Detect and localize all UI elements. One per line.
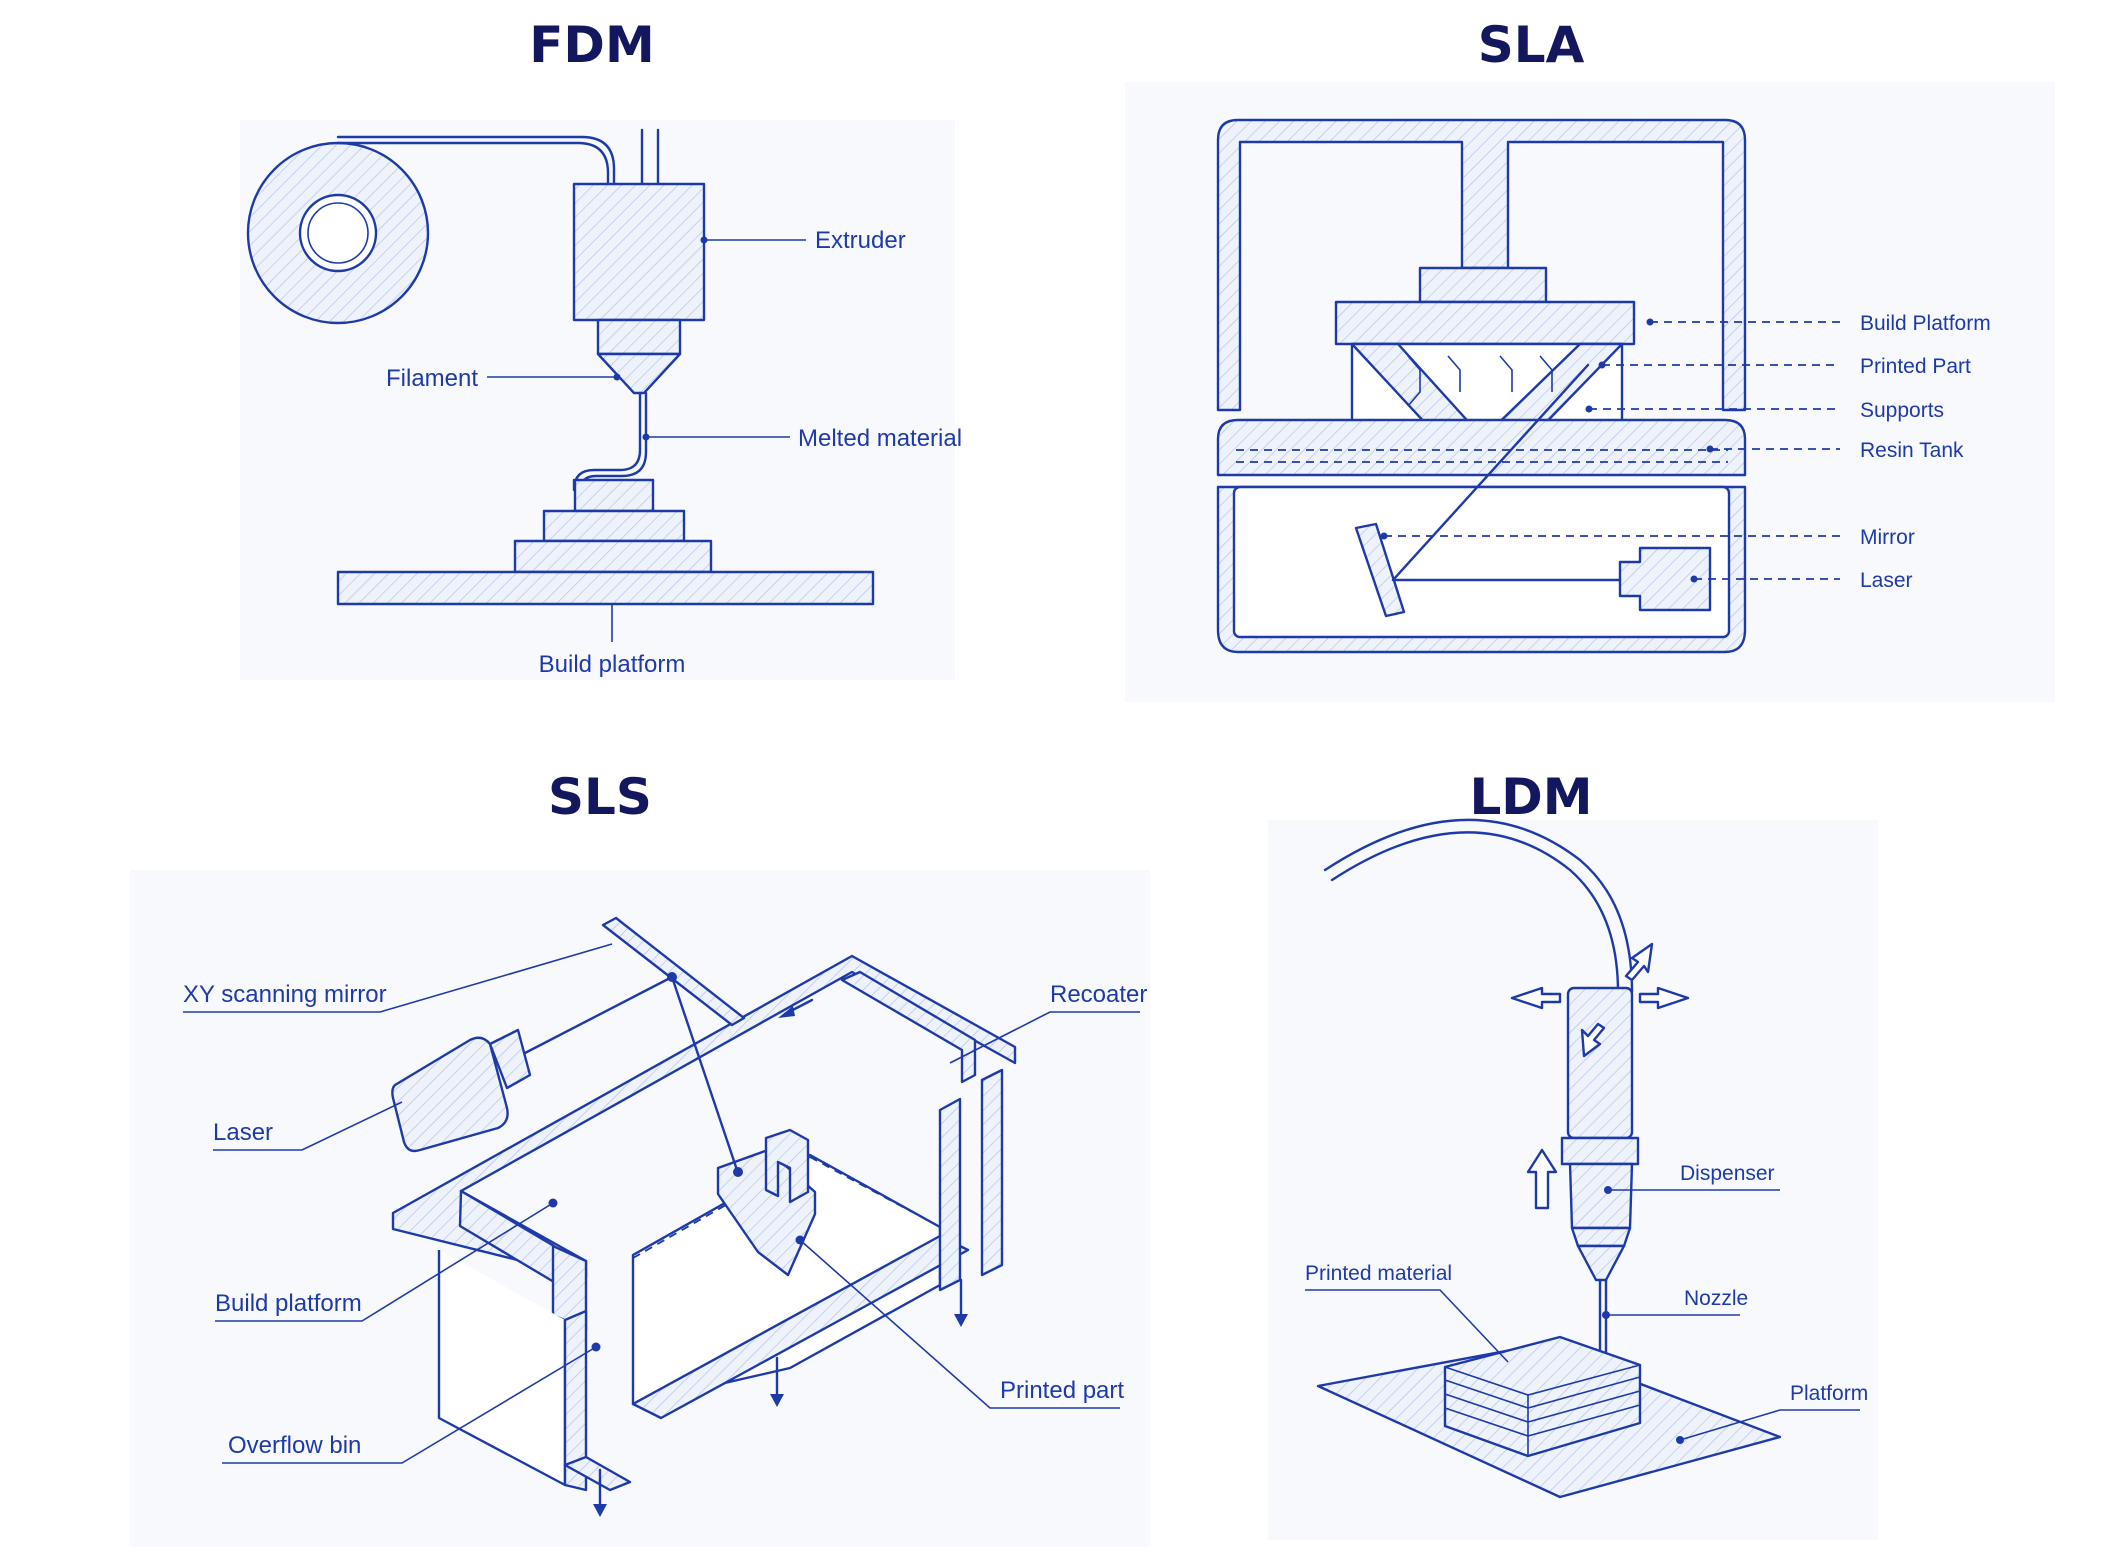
ldm-dispenser-body bbox=[1566, 986, 1634, 1140]
printed-layer-bottom bbox=[513, 539, 713, 574]
sls-panel: SLS bbox=[130, 768, 1150, 1547]
sla-supports bbox=[1407, 355, 1553, 407]
sls-laser bbox=[391, 1028, 532, 1153]
sls-right-wall bbox=[938, 1097, 962, 1292]
sla-mirror bbox=[1354, 522, 1406, 618]
sls-overflow-leader bbox=[222, 1346, 597, 1464]
sls-platform-leader bbox=[215, 1202, 554, 1322]
fdm-build-platform bbox=[336, 570, 875, 606]
extruder-label: Extruder bbox=[815, 227, 906, 254]
extruder-body bbox=[572, 182, 706, 322]
sls-laser-beam bbox=[523, 975, 674, 1055]
ldm-printed-leader bbox=[1305, 1289, 1509, 1363]
sls-part-label: Printed part bbox=[1000, 1377, 1124, 1404]
sla-build-platform bbox=[1334, 300, 1636, 346]
sls-scan-beam bbox=[670, 975, 739, 1172]
sla-platform-label: Build Platform bbox=[1860, 312, 1991, 335]
printed-layer-top bbox=[573, 478, 655, 513]
sla-resin-tank bbox=[1216, 418, 1747, 477]
sla-title: SLA bbox=[1478, 16, 1585, 74]
ldm-arrow-up bbox=[1526, 1148, 1558, 1210]
ldm-dispenser-head bbox=[1568, 1162, 1634, 1230]
ldm-arrow-right bbox=[1638, 986, 1690, 1010]
ldm-arrow-diagonal-down bbox=[1580, 1022, 1606, 1058]
sla-part-label: Printed Part bbox=[1860, 355, 1971, 378]
ldm-printed-label: Printed material bbox=[1305, 1262, 1452, 1285]
filament-spool bbox=[246, 141, 430, 325]
fdm-title: FDM bbox=[529, 16, 654, 74]
ldm-feed-tube bbox=[1330, 831, 1620, 994]
ldm-panel: LDM Dispenser Printed material Nozzle bbox=[1268, 768, 1878, 1540]
sla-panel: SLA Build Platform Printed Part bbox=[1125, 16, 2055, 702]
fdm-panel: FDM Extruder Filament M bbox=[240, 16, 962, 680]
sla-upper-frame bbox=[1216, 118, 1747, 412]
sla-laser-label: Laser bbox=[1860, 569, 1913, 592]
ldm-arrow-left bbox=[1510, 986, 1562, 1010]
sls-background bbox=[130, 870, 1150, 1547]
sls-title: SLS bbox=[548, 768, 652, 826]
sla-reflected-beam bbox=[1391, 363, 1590, 582]
sla-carriage bbox=[1418, 266, 1548, 304]
ldm-nozzle-label: Nozzle bbox=[1684, 1287, 1748, 1310]
filament-strand bbox=[336, 141, 610, 186]
ldm-platform-label: Platform bbox=[1790, 1382, 1868, 1405]
sls-xy-mirror bbox=[601, 916, 746, 1027]
sls-build-platform bbox=[631, 1234, 970, 1420]
ldm-platform-leader bbox=[1679, 1409, 1860, 1441]
filament-strand-outer bbox=[336, 135, 616, 186]
printed-layer-middle bbox=[542, 509, 686, 543]
sls-recoater bbox=[840, 970, 977, 1084]
extruder-nozzle bbox=[596, 352, 682, 395]
ldm-dispenser-label: Dispenser bbox=[1680, 1162, 1775, 1185]
ldm-title: LDM bbox=[1469, 768, 1592, 826]
sls-platform-label: Build platform bbox=[215, 1290, 362, 1317]
sla-optics-bay bbox=[1232, 485, 1731, 639]
sls-mirror-label: XY scanning mirror bbox=[183, 981, 387, 1008]
sls-recoater-label: Recoater bbox=[1050, 981, 1147, 1008]
sla-supports-label: Supports bbox=[1860, 399, 1944, 422]
sls-recoater-leader bbox=[949, 1011, 1140, 1064]
sla-laser bbox=[1618, 546, 1712, 612]
sls-laser-leader bbox=[213, 1101, 403, 1151]
sla-mirror-label: Mirror bbox=[1860, 526, 1915, 549]
ldm-arrow-diagonal-up bbox=[1624, 942, 1654, 982]
extruder-heater bbox=[596, 318, 682, 356]
ldm-dispenser-collar bbox=[1560, 1136, 1640, 1166]
filament-label: Filament bbox=[386, 365, 478, 392]
sls-mirror-leader bbox=[183, 943, 613, 1013]
melted-label: Melted material bbox=[798, 425, 962, 452]
sls-top-rim bbox=[391, 954, 1017, 1279]
sls-overflow-label: Overflow bin bbox=[228, 1432, 361, 1459]
sla-tank-label: Resin Tank bbox=[1860, 439, 1964, 462]
fdm-platform-label: Build platform bbox=[539, 651, 686, 678]
sls-laser-label: Laser bbox=[213, 1119, 273, 1146]
sls-part-leader bbox=[799, 1239, 1120, 1409]
ldm-printed-stack bbox=[1443, 1335, 1642, 1458]
